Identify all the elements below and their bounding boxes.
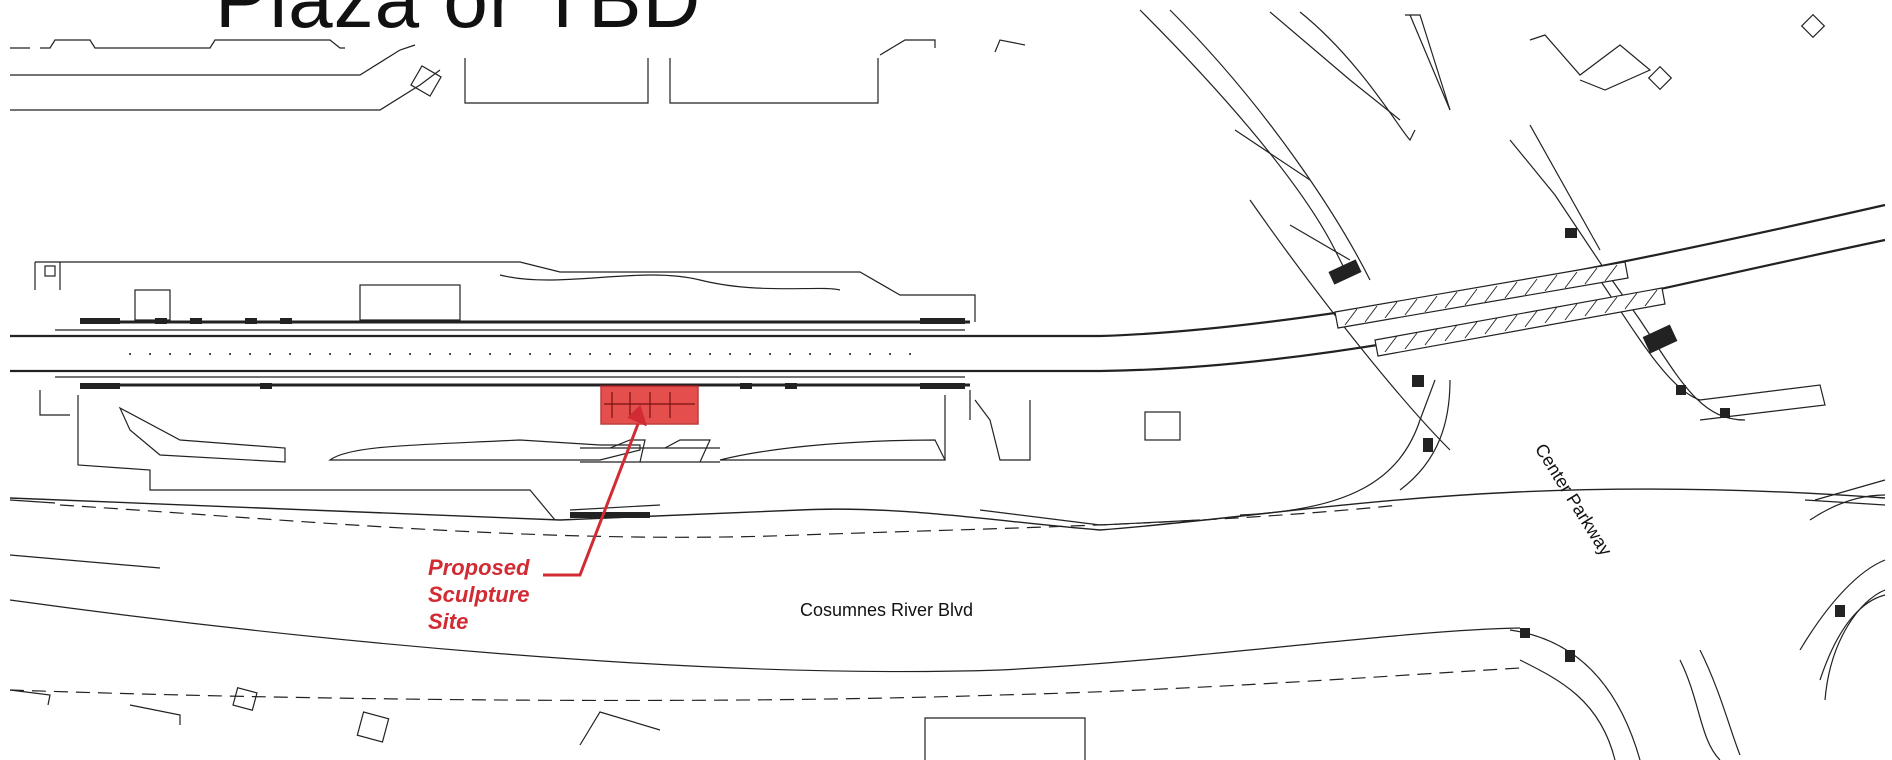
kiosk-outline xyxy=(410,65,442,97)
proposed-site-arrow xyxy=(543,404,647,577)
page-title: Plaza or TBD xyxy=(215,0,701,46)
proposed-site-label-line: Sculpture xyxy=(428,582,530,607)
proposed-sculpture-site xyxy=(600,385,699,425)
proposed-site-label: Proposed Sculpture Site xyxy=(428,554,529,635)
street-label-cosumnes-river-blvd: Cosumnes River Blvd xyxy=(800,600,974,620)
proposed-site-label-line: Site xyxy=(428,609,469,634)
linework xyxy=(9,9,1886,760)
proposed-site-label-line: Proposed xyxy=(428,555,530,580)
platform-edge-markers xyxy=(80,228,1845,662)
overpass-bridge xyxy=(1334,261,1666,357)
